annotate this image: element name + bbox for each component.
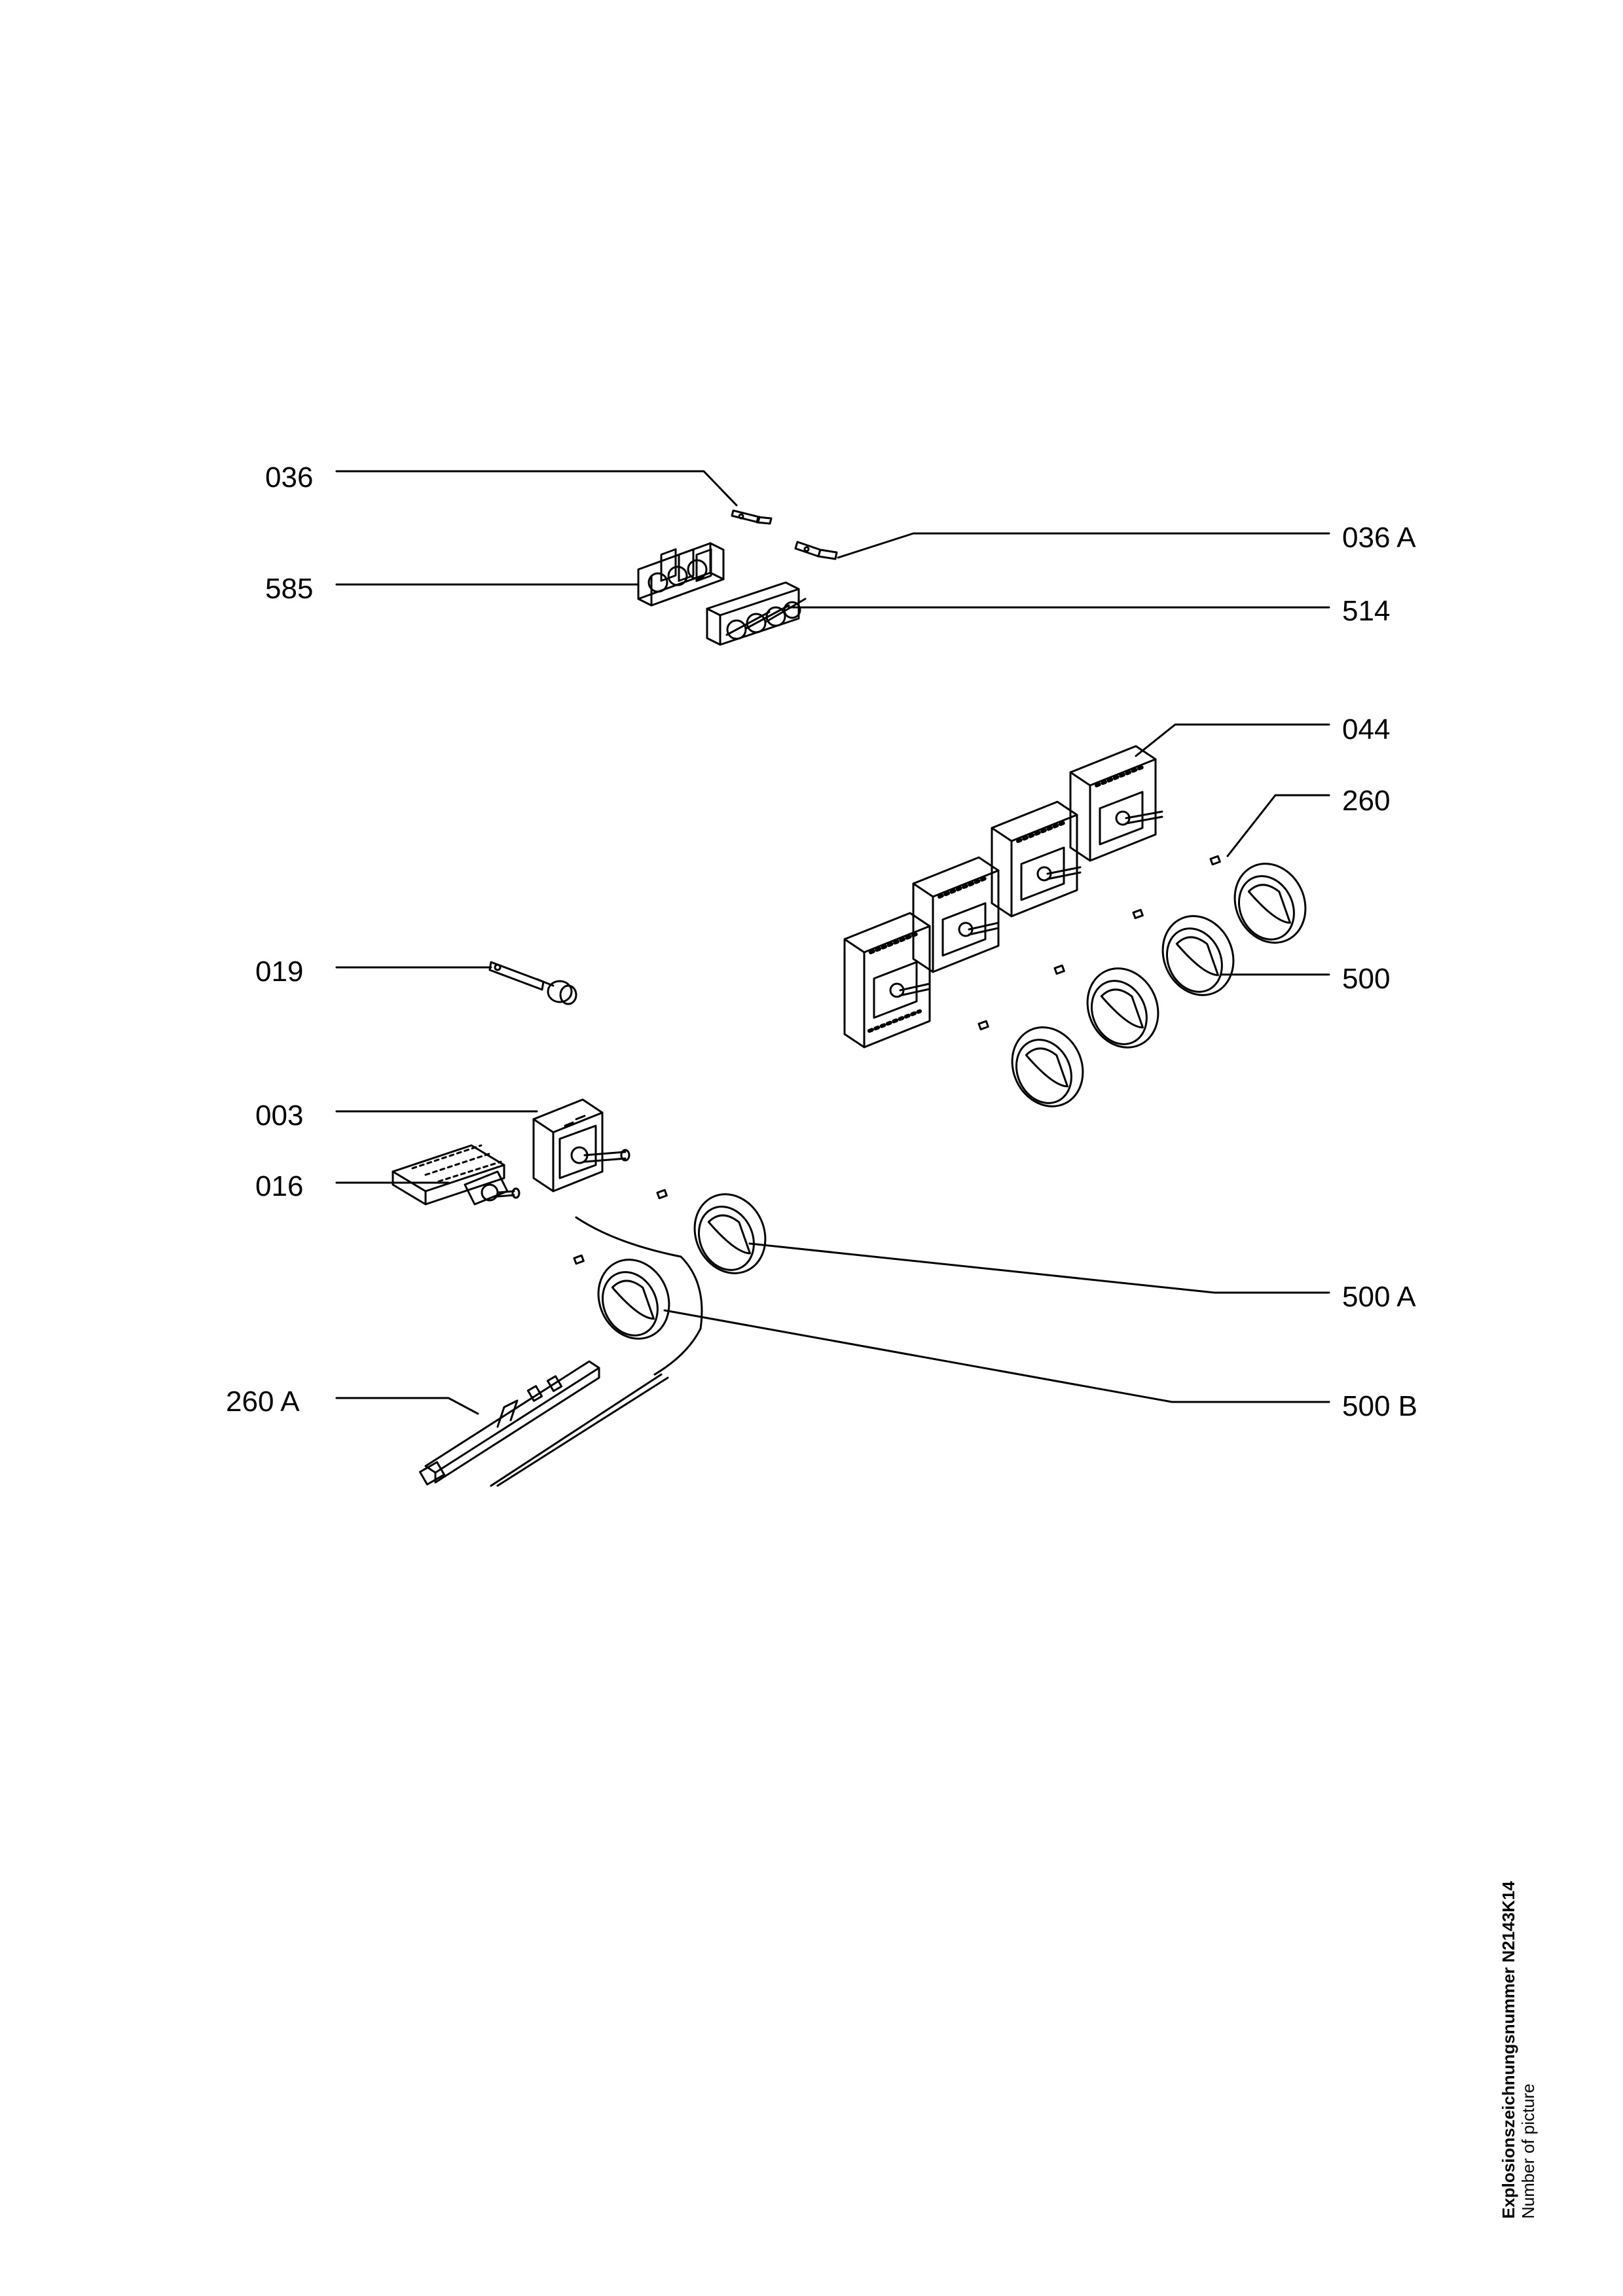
part-044-regulator-3 [991, 800, 1082, 918]
label-016: 016 [255, 1170, 304, 1202]
part-036a-terminal [794, 541, 838, 560]
leader-500b [663, 1309, 1330, 1403]
part-044-regulator-2 [912, 856, 1000, 973]
label-500: 500 [1342, 963, 1391, 995]
number-of-picture-caption: Number of picture [1518, 2083, 1538, 2219]
part-260-clips [573, 855, 1221, 1265]
picture-number-note: Explosionszeichnungsnummer N2143K14 Numb… [1499, 1881, 1539, 2219]
label-019: 019 [255, 956, 304, 988]
label-260: 260 [1342, 785, 1391, 817]
part-500-knobs [1011, 863, 1307, 1107]
label-500b: 500 B [1342, 1390, 1417, 1422]
label-036a: 036 A [1342, 522, 1416, 554]
label-003: 003 [255, 1100, 304, 1132]
label-514: 514 [1342, 595, 1391, 627]
label-500a: 500 A [1342, 1281, 1416, 1313]
part-585-connector [637, 542, 725, 607]
part-514-connector [706, 581, 807, 646]
part-016-selector [392, 1144, 520, 1206]
part-003-thermostat [532, 1098, 630, 1193]
explosion-drawing-number: Explosionszeichnungsnummer N2143K14 [1499, 1881, 1518, 2219]
part-500b-knob [597, 1259, 670, 1340]
label-585: 585 [265, 573, 314, 605]
label-044: 044 [1342, 713, 1391, 745]
part-044-regulator-4 [1069, 745, 1163, 862]
leader-260 [1226, 794, 1330, 857]
label-260a: 260 A [226, 1386, 300, 1418]
part-260a-bracket [419, 1216, 703, 1487]
label-036: 036 [265, 461, 314, 493]
part-500a-knob [693, 1193, 767, 1274]
leader-036a [837, 532, 1330, 559]
leader-036 [335, 470, 738, 507]
part-044-regulator-1 [843, 912, 931, 1049]
part-019-lamp [488, 961, 577, 1005]
part-036-terminal [731, 509, 773, 525]
leader-260a [335, 1397, 479, 1415]
leader-500a [748, 1242, 1330, 1294]
leader-044 [1135, 723, 1330, 757]
leader-lines [335, 470, 1330, 1415]
